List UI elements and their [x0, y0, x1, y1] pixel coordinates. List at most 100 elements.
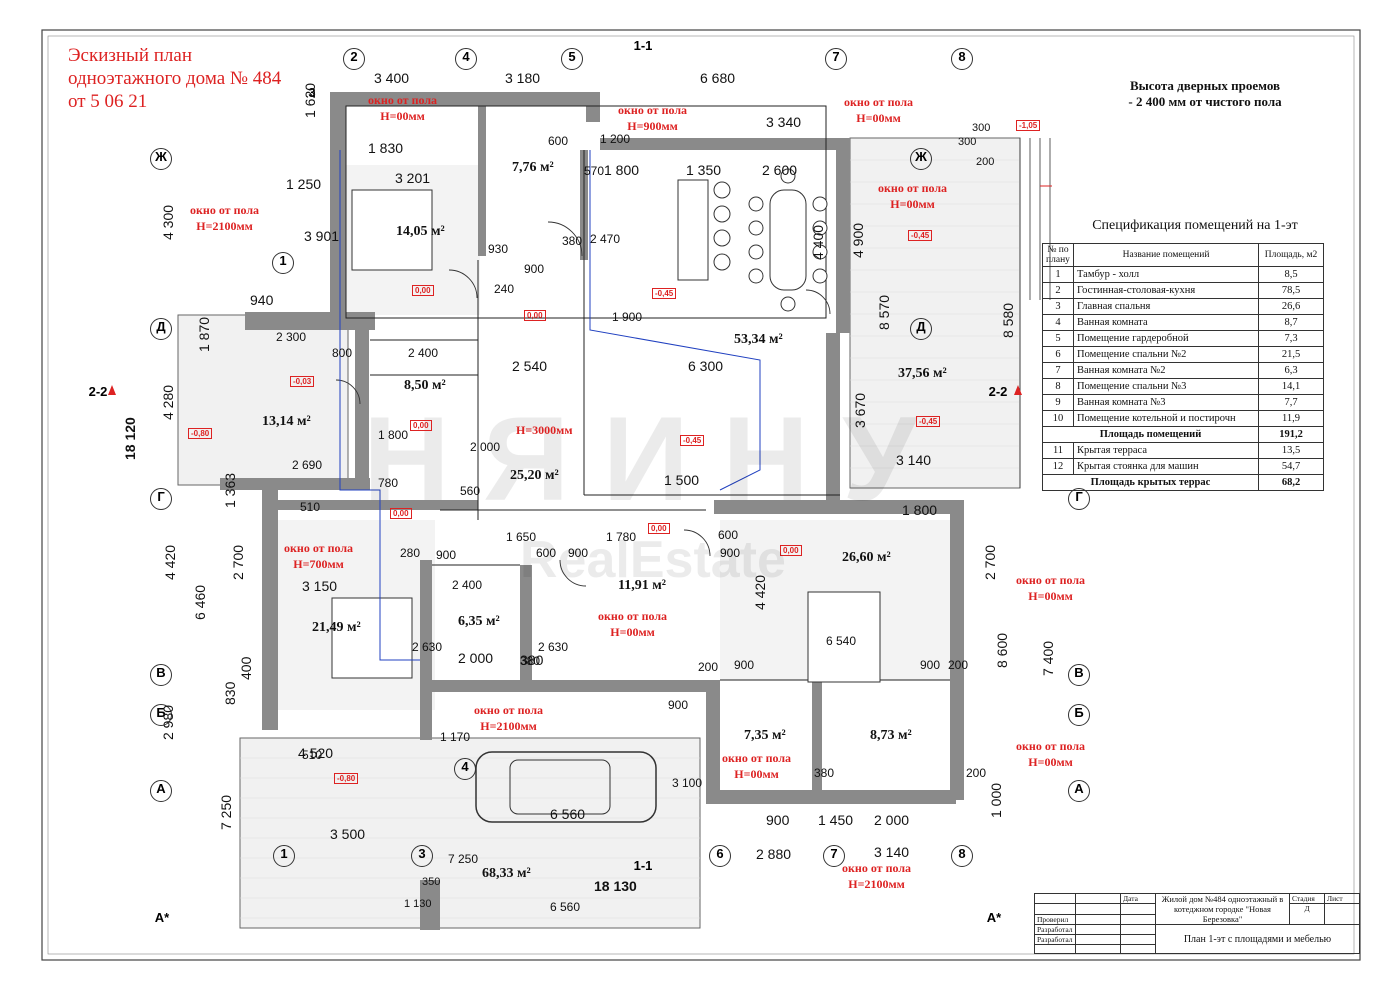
- dim-bottom: 2 880: [756, 846, 792, 862]
- window-note-line: H=3000мм: [516, 423, 573, 437]
- dim-inner: 900: [436, 548, 457, 562]
- room-area: 7,76 м²: [512, 160, 554, 175]
- dim-top: 300: [958, 136, 977, 148]
- dim-inner: 900: [568, 546, 589, 560]
- window-note-line: H=00мм: [856, 111, 901, 125]
- axis-left: А: [150, 780, 172, 802]
- spec-total-rooms-area: 191,2: [1258, 426, 1324, 443]
- dim-inner: 1 800: [378, 428, 409, 442]
- axis-right: Б: [1068, 704, 1090, 726]
- spec-total-terraces-label: Площадь крытых террас: [1042, 474, 1259, 491]
- spec-col-no: № по плану: [1042, 243, 1074, 267]
- stamp-stage: Д: [1289, 903, 1325, 925]
- dim-inner: 900: [720, 546, 741, 560]
- axis-left: 3: [308, 85, 316, 100]
- window-note-line: H=00мм: [610, 625, 655, 639]
- axis-bottom: 6: [709, 845, 731, 867]
- dim-inner: 560: [460, 484, 481, 498]
- window-note-line: H=2100мм: [480, 719, 537, 733]
- dim-left: 1 130: [404, 898, 432, 910]
- dim-inner: 200: [966, 766, 987, 780]
- dim-left: 18 120: [122, 417, 138, 460]
- window-note-line: окно от пола: [842, 861, 912, 875]
- room-spec-table: № по плану Название помещений Площадь, м…: [1042, 243, 1324, 491]
- level-mark: -0,45: [908, 230, 933, 241]
- car-roof: [509, 759, 611, 815]
- spec-terrace-no: 12: [1042, 458, 1074, 475]
- dim-inner: 930: [488, 242, 509, 256]
- stamp-sheet-name: План 1-эт с площадями и мебелью: [1155, 924, 1360, 954]
- room-area: 53,34 м²: [734, 332, 783, 347]
- dim-top: 2 600: [762, 162, 798, 178]
- spec-row-no: 7: [1042, 362, 1074, 379]
- spec-row-area: 11,9: [1258, 410, 1324, 427]
- spec-total-terraces-area: 68,2: [1258, 474, 1324, 491]
- spec-terrace-no: 11: [1042, 442, 1074, 459]
- window-note-line: H=00мм: [1028, 589, 1073, 603]
- dim-left: 1 250: [286, 176, 322, 192]
- spec-row-area: 21,5: [1258, 346, 1324, 363]
- spec-terrace-name: Крытая терраса: [1073, 442, 1259, 459]
- dim-bottom: 3 150: [302, 578, 338, 594]
- dim-right: 8 600: [994, 632, 1010, 668]
- axis-bottom: 1: [273, 845, 295, 867]
- axis-left: В: [150, 664, 172, 686]
- spec-row-name: Помещение котельной и постирочн: [1073, 410, 1259, 427]
- stamp-checked: Проверил: [1034, 914, 1076, 925]
- spec-row-no: 4: [1042, 314, 1074, 331]
- stamp-stage-label: Стадия: [1289, 893, 1325, 904]
- spec-terrace-area: 13,5: [1258, 442, 1324, 459]
- dim-left: 7 250: [218, 794, 234, 830]
- window-note-line: окно от пола: [1016, 573, 1086, 587]
- level-mark: -0,80: [334, 773, 359, 784]
- window-note-line: окно от пола: [722, 751, 792, 765]
- dim-inner: 600: [548, 134, 569, 148]
- dim-right: 7 400: [1040, 640, 1056, 676]
- axis-top: 1-1: [633, 38, 653, 53]
- dim-inner: 1 170: [440, 730, 471, 744]
- room-area: 8,73 м²: [870, 728, 912, 743]
- dim-inner: 2 630: [538, 640, 569, 654]
- spec-total-rooms-label: Площадь помещений: [1042, 426, 1259, 443]
- terrace-right: [849, 137, 1021, 489]
- dim-top: 1 350: [686, 162, 722, 178]
- spec-row-area: 14,1: [1258, 378, 1324, 395]
- level-mark: 0,00: [648, 523, 670, 534]
- dim-inner: 600: [536, 546, 557, 560]
- bed-2: [331, 597, 413, 679]
- spec-row-name: Главная спальня: [1073, 298, 1259, 315]
- level-mark: -0,80: [188, 428, 213, 439]
- dim-top: 200: [976, 156, 995, 168]
- level-mark: -0,45: [680, 435, 705, 446]
- section-arrow-right: [1014, 385, 1022, 395]
- dim-inner: 1 650: [506, 530, 537, 544]
- bed-3: [807, 591, 881, 683]
- dim-inner: 2 400: [408, 346, 439, 360]
- window-note: H=3000мм: [516, 422, 573, 438]
- stamp-project: Жилой дом №484 одноэтажный в котеджном г…: [1155, 893, 1290, 925]
- axis-bottom: 8: [951, 845, 973, 867]
- spec-row-no: 6: [1042, 346, 1074, 363]
- spec-row-area: 78,5: [1258, 282, 1324, 299]
- dim-inner: 2 630: [412, 640, 443, 654]
- door-note-line-2: - 2 400 мм от чистого пола: [1128, 94, 1282, 109]
- axis-right: 2-2: [88, 384, 108, 399]
- level-mark: 0,00: [412, 285, 434, 296]
- spec-row-area: 7,7: [1258, 394, 1324, 411]
- spec-total-terraces: Площадь крытых террас 68,2: [1042, 474, 1324, 491]
- dim-inner: 900: [668, 698, 689, 712]
- dim-inner: 6 540: [826, 634, 857, 648]
- chairs: [713, 168, 828, 312]
- dim-bottom: 3 140: [874, 844, 910, 860]
- dim-inner: 6 560: [550, 900, 581, 914]
- dim-right: 8 580: [1000, 302, 1016, 338]
- spec-row-no: 5: [1042, 330, 1074, 347]
- dim-inner: 600: [718, 528, 739, 542]
